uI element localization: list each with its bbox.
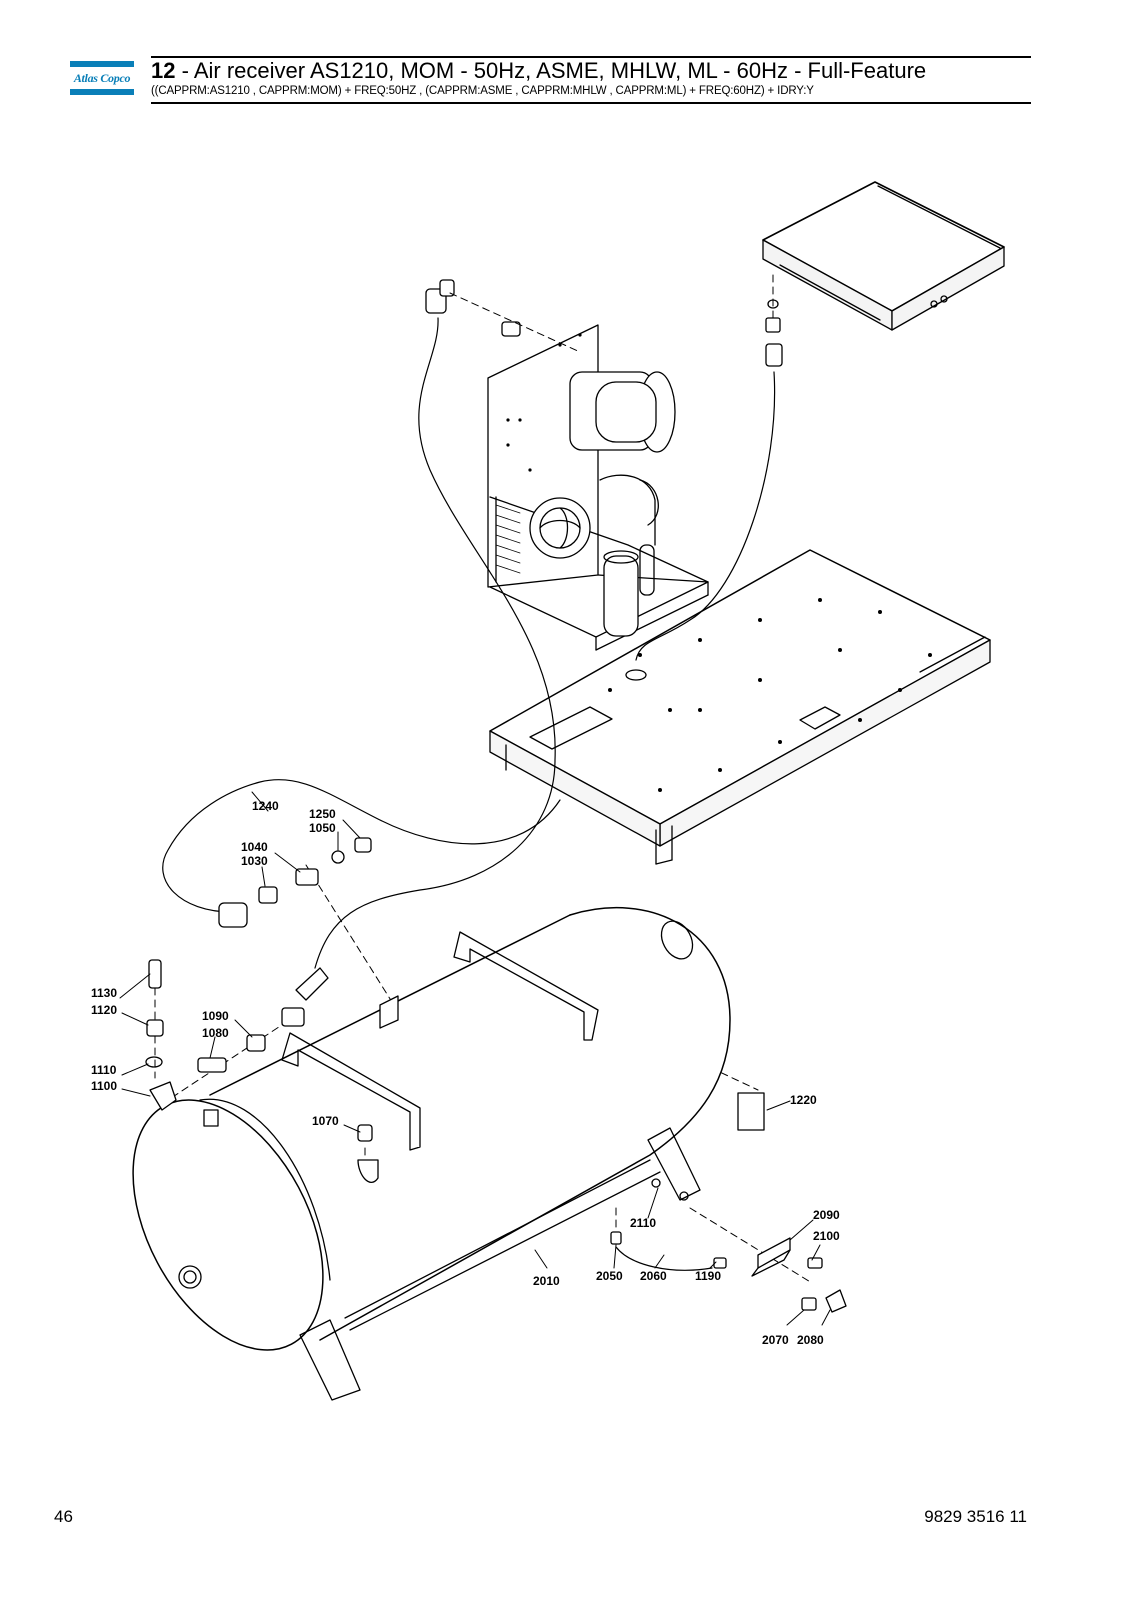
header-rule-top <box>151 56 1031 58</box>
callout-2050: 2050 <box>596 1269 623 1283</box>
page-number: 46 <box>54 1507 73 1526</box>
logo-bar-bottom <box>70 89 134 95</box>
top-fittings <box>425 279 783 367</box>
callout-1110: 1110 <box>91 1063 117 1077</box>
section-title: - Air receiver AS1210, MOM - 50Hz, ASME,… <box>175 58 927 83</box>
section-number: 12 <box>151 58 176 83</box>
logo-text: Atlas Copco <box>73 71 131 85</box>
drain-assembly <box>610 1178 847 1313</box>
page-title: 12 - Air receiver AS1210, MOM - 50Hz, AS… <box>151 58 926 84</box>
callout-2090: 2090 <box>813 1208 840 1222</box>
callout-1030: 1030 <box>241 854 268 868</box>
callout-1080: 1080 <box>202 1026 229 1040</box>
callout-1040: 1040 <box>241 840 268 854</box>
callout-1090: 1090 <box>202 1009 229 1023</box>
condition-expression: ((CAPPRM:AS1210 , CAPPRM:MOM) + FREQ:50H… <box>151 85 814 97</box>
air-receiver-tank <box>132 907 765 1401</box>
fittings-upper <box>218 837 372 928</box>
cover-panel <box>762 181 1005 331</box>
callout-2070: 2070 <box>762 1333 789 1347</box>
leader-lines <box>119 791 831 1326</box>
callout-1070: 1070 <box>312 1114 339 1128</box>
callout-2110: 2110 <box>630 1216 656 1230</box>
callout-1240: 1240 <box>252 799 279 813</box>
logo-bar-top <box>70 61 134 67</box>
callout-2060: 2060 <box>640 1269 667 1283</box>
base-plate <box>489 549 991 865</box>
callout-labels: 1240 1250 1050 1040 1030 1130 1120 1090 … <box>91 799 840 1347</box>
dryer-unit <box>487 324 709 651</box>
callout-2080: 2080 <box>797 1333 824 1347</box>
callout-1250: 1250 <box>309 807 336 821</box>
exploded-parts-drawing: 1240 1250 1050 1040 1030 1130 1120 1090 … <box>0 110 1131 1490</box>
atlas-copco-logo: Atlas Copco <box>70 61 134 95</box>
callout-2010: 2010 <box>533 1274 560 1288</box>
callout-2100: 2100 <box>813 1229 840 1243</box>
callout-1220: 1220 <box>790 1093 817 1107</box>
document-number: 9829 3516 11 <box>924 1507 1027 1526</box>
callout-1130: 1130 <box>91 986 117 1000</box>
callout-1100: 1100 <box>91 1079 117 1093</box>
callout-1120: 1120 <box>91 1003 117 1017</box>
hoses <box>162 317 776 1271</box>
callout-1050: 1050 <box>309 821 336 835</box>
callout-1190: 1190 <box>695 1269 721 1283</box>
header-rule-bottom <box>151 102 1031 104</box>
fittings-left <box>145 959 379 1183</box>
